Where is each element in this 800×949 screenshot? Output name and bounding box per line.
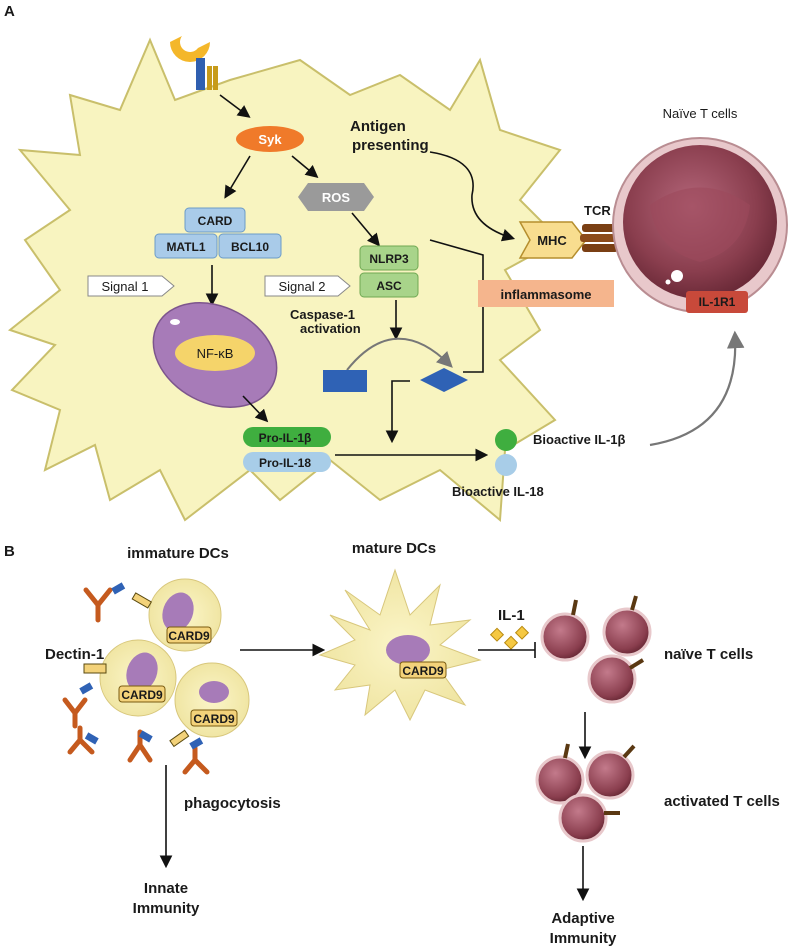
card-box <box>184 207 246 233</box>
nf-kb-label: NF-κB <box>197 346 234 361</box>
dectin-1-icon <box>83 663 107 674</box>
card9-label-2: CARD9 <box>121 688 163 702</box>
matl1-label: MATL1 <box>166 240 205 254</box>
il-1-particles <box>489 625 530 650</box>
bioactive-il-18-label: Bioactive IL-18 <box>452 484 544 499</box>
caspase-activation-arrow <box>346 337 453 371</box>
inflammasome-box <box>478 280 614 307</box>
naive-t-cells-title: Naïve T cells <box>663 106 738 121</box>
asc-box <box>359 272 419 298</box>
caspase-1-active-icon <box>420 368 468 392</box>
il-1b-to-receptor-arrow <box>649 330 745 447</box>
il-1r1-box <box>686 291 748 313</box>
mhc-label: MHC <box>537 233 567 248</box>
antigen-label-line1: Antigen <box>350 118 406 135</box>
mature-dcs-label: mature DCs <box>352 540 436 557</box>
naive-t-cells-label: naïve T cells <box>664 646 753 663</box>
signal-1-label: Signal 1 <box>102 279 149 294</box>
il-1-label: IL-1 <box>498 607 525 624</box>
inflammasome-label: inflammasome <box>500 287 591 302</box>
antigen-arrow <box>429 151 516 242</box>
innate-label-line1: Innate <box>144 880 188 897</box>
activated-t-cells-group <box>535 743 636 843</box>
bioactive-il-1b-label: Bioactive IL-1β <box>533 432 626 447</box>
matl1-box <box>154 233 218 259</box>
pro-il-1b-label: Pro-IL-1β <box>259 431 312 445</box>
caspase-label-line1: Caspase-1 <box>290 307 355 322</box>
signal-2-arrow <box>264 275 351 297</box>
immature-dc-3: CARD9 <box>174 662 250 738</box>
caspase-label-line2: activation <box>300 321 361 336</box>
tcr-bar-2 <box>580 234 618 242</box>
asc-label: ASC <box>376 279 402 293</box>
tcr-label: TCR <box>584 203 611 218</box>
adaptive-label-line1: Adaptive <box>551 910 614 927</box>
blue-ligands <box>79 582 204 750</box>
card9-label-mature: CARD9 <box>402 664 444 678</box>
nf-kb-box <box>175 335 255 371</box>
tcr-bar-3 <box>582 244 618 252</box>
pro-il-18-box <box>243 452 331 472</box>
card9-label-3: CARD9 <box>193 712 235 726</box>
pro-il-1b-box <box>243 427 331 447</box>
bcl10-label: BCL10 <box>231 240 269 254</box>
nlrp3-box <box>359 245 419 271</box>
mhc-molecule <box>518 221 587 259</box>
syk-label: Syk <box>258 132 282 147</box>
panel-b-label: B <box>4 543 15 560</box>
pro-caspase-1-icon <box>323 370 367 392</box>
card-label: CARD <box>198 214 233 228</box>
signal-2-label: Signal 2 <box>279 279 326 294</box>
immature-dc-2: CARD9 <box>99 639 177 717</box>
bioactive-il-1b-dot <box>495 429 517 451</box>
dectin-1-label: Dectin-1 <box>45 646 104 663</box>
dectin-bars <box>131 592 190 748</box>
panel-a-label: A <box>4 3 15 20</box>
immature-dc-1: CARD9 <box>148 578 222 652</box>
immature-dcs-label: immature DCs <box>127 545 229 562</box>
naive-t-cells-group <box>540 595 652 704</box>
dectin-1-receptor-icon <box>170 36 218 90</box>
bioactive-il-18-dot <box>495 454 517 476</box>
ros-node <box>298 183 374 211</box>
ros-label: ROS <box>322 190 351 205</box>
innate-label-line2: Immunity <box>133 900 200 917</box>
il-1-inhibit-arrow <box>478 642 536 658</box>
phagocytosis-label: phagocytosis <box>184 795 281 812</box>
ligand-icons <box>62 587 210 775</box>
bcl10-box <box>218 233 282 259</box>
tcr-bar-1 <box>582 224 618 232</box>
antigen-label-line2: presenting <box>352 137 429 154</box>
inflammasome-bracket <box>429 239 484 373</box>
il-1r1-label: IL-1R1 <box>699 295 736 309</box>
adaptive-label-line2: Immunity <box>550 930 617 947</box>
card9-label-1: CARD9 <box>168 629 210 643</box>
nlrp3-label: NLRP3 <box>369 252 409 266</box>
activated-t-cells-label: activated T cells <box>664 793 780 810</box>
mature-card9-box <box>399 661 447 679</box>
syk-node <box>236 126 304 152</box>
signal-1-arrow <box>87 275 175 297</box>
pro-il-18-label: Pro-IL-18 <box>259 456 311 470</box>
